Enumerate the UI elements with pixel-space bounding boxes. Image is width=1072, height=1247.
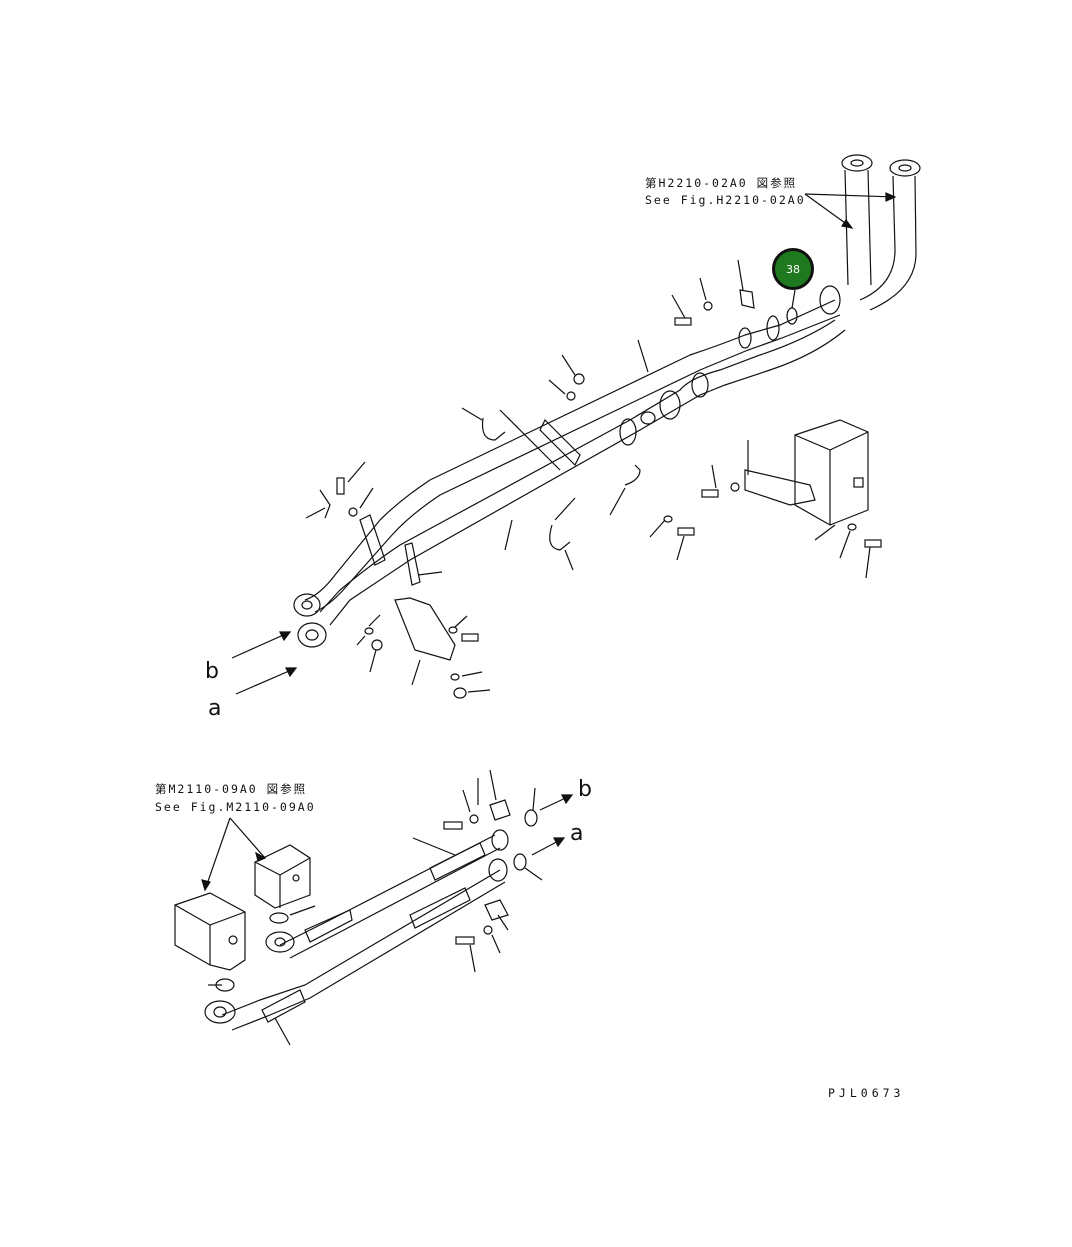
upper-clamps: [319, 289, 882, 699]
connection-label-a-upper: a: [208, 696, 222, 721]
connection-arrows-lower: [531, 794, 574, 856]
reference-bottom-left-en: See Fig.M2110-09A0: [155, 800, 316, 814]
top-flange-fittings: [841, 154, 921, 311]
connection-label-b-upper: b: [205, 659, 219, 684]
leader-lines-upper: [305, 259, 871, 693]
connection-label-b-lower: b: [578, 777, 592, 802]
ref-arrows-top: [804, 192, 897, 229]
upper-pipe-pair: [293, 285, 846, 648]
reference-bottom-left-jp: 第M2110-09A0 図参照: [155, 782, 308, 796]
lower-hoses: [204, 799, 538, 1031]
mounting-box: [744, 419, 869, 526]
lower-ref-arrows: [201, 817, 267, 892]
drawing-code: PJL0673: [828, 1086, 905, 1100]
connection-arrows-upper: [231, 631, 298, 695]
connection-label-a-lower: a: [570, 821, 584, 846]
lower-leader-lines: [208, 769, 543, 1046]
reference-top-right-jp: 第H2210-02A0 図参照: [645, 176, 798, 190]
lower-valve-blocks: [174, 844, 311, 971]
callout-badge-38[interactable]: 38: [772, 248, 814, 290]
reference-top-right-en: See Fig.H2210-02A0: [645, 193, 806, 207]
